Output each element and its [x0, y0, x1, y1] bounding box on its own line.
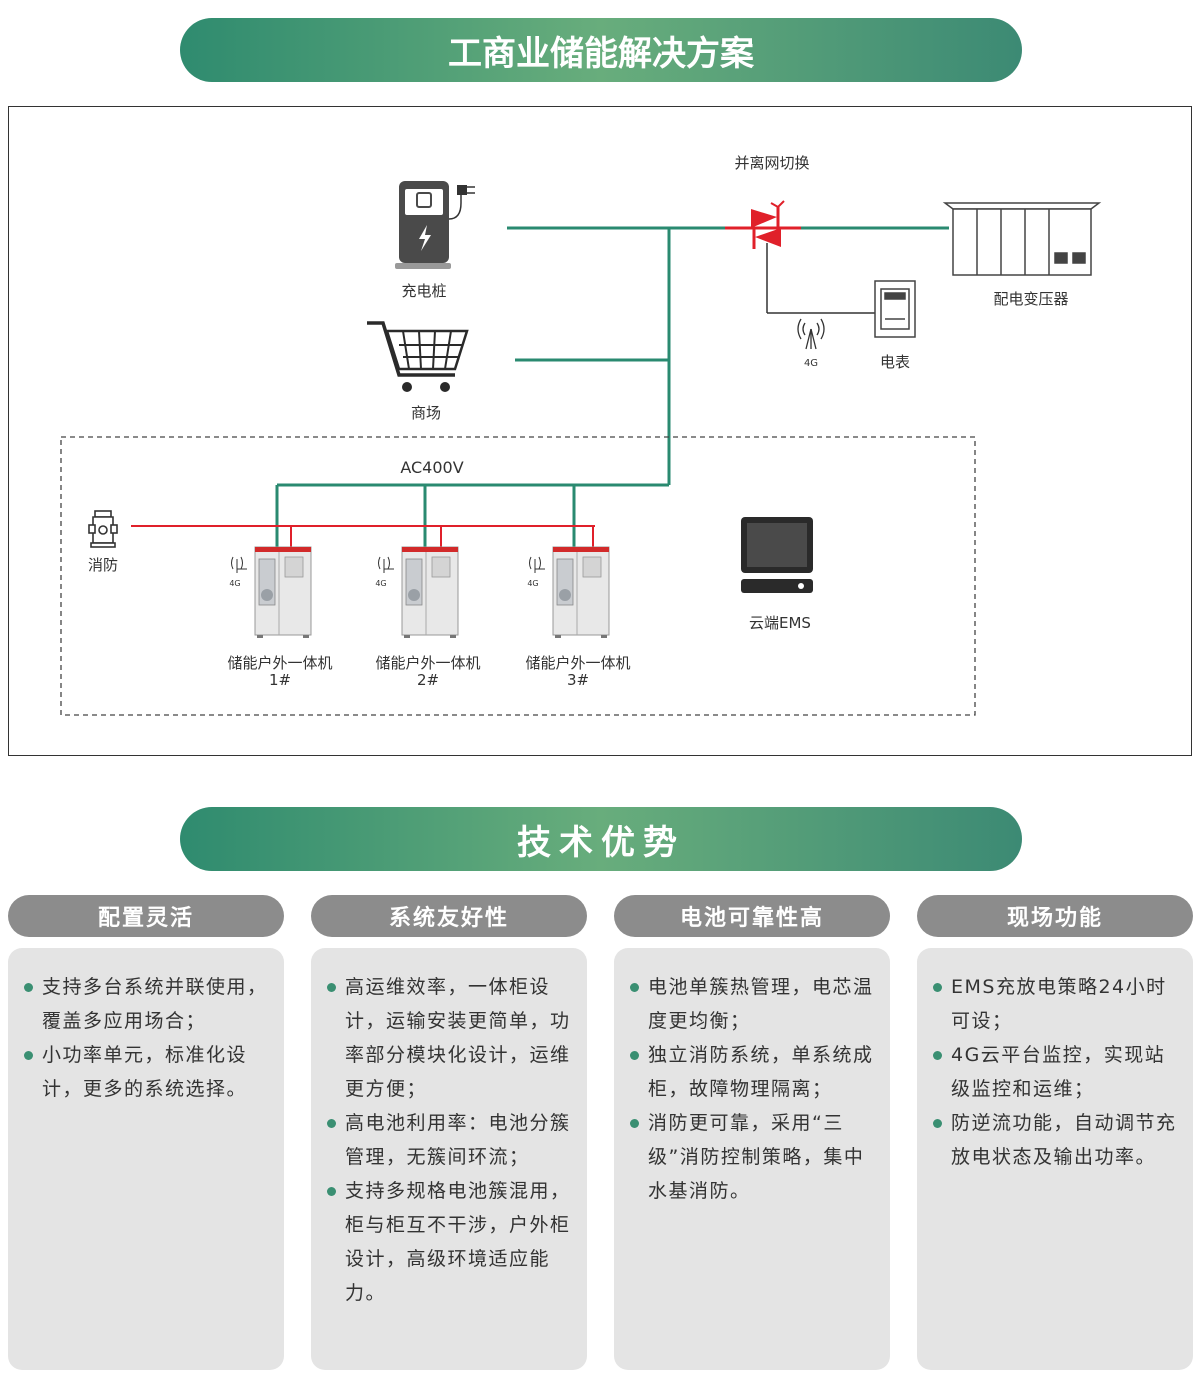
cabinet-1-num: 1#: [268, 671, 292, 689]
cabinet-2-label: 储能户外一体机 2#: [363, 655, 493, 689]
ems-computer-icon: [741, 517, 813, 593]
cabinet-antenna-icon: [231, 556, 247, 573]
cabinet-1-name: 储能户外一体机: [227, 654, 333, 672]
column-1-card: 支持多台系统并联使用，覆盖多应用场合； 小功率单元，标准化设计，更多的系统选择。: [8, 948, 284, 1370]
list-item: 小功率单元，标准化设计，更多的系统选择。: [24, 1038, 270, 1106]
system-diagram: 充电桩 商场 并离网切换 配电变压器 电表 4G AC400V 消防 云端EMS…: [8, 106, 1192, 756]
list-item: 消防更可靠，采用“三级”消防控制策略，集中水基消防。: [630, 1106, 876, 1208]
column-1-title: 配置灵活: [8, 895, 284, 937]
transformer-label: 配电变压器: [993, 290, 1069, 308]
cabinets: [231, 546, 610, 638]
cabinet-2-num: 2#: [416, 671, 440, 689]
fire-label: 消防: [87, 556, 118, 574]
diagram-canvas: [60, 181, 1102, 716]
fire-hydrant-icon: [88, 510, 118, 548]
storage-region: [60, 436, 976, 716]
list-item: 电池单簇热管理，电芯温度更均衡；: [630, 970, 876, 1038]
cabinet-antenna-icon: [529, 556, 545, 573]
storage-cabinet-icon: [529, 546, 610, 638]
meter-line: [766, 243, 875, 314]
switch-label: 并离网切换: [734, 154, 810, 172]
list-item: 防逆流功能，自动调节充放电状态及输出功率。: [933, 1106, 1185, 1174]
storage-cabinet-icon: [231, 546, 312, 638]
transformer-icon: [942, 202, 1102, 276]
mall-label: 商场: [410, 404, 441, 422]
meter-label: 电表: [879, 353, 910, 371]
list-item: 独立消防系统，单系统成柜，故障物理隔离；: [630, 1038, 876, 1106]
shopping-cart-icon: [367, 321, 469, 392]
fire-control-line: [131, 525, 595, 547]
cabinet-3-num: 3#: [566, 671, 590, 689]
list-item: 高电池利用率：电池分簇管理，无簇间环流；: [327, 1106, 573, 1174]
grid-switch-icon: [725, 200, 801, 249]
cabinet-3-4g-label: 4G: [527, 579, 539, 588]
column-3-card: 电池单簇热管理，电芯温度更均衡； 独立消防系统，单系统成柜，故障物理隔离； 消防…: [614, 948, 890, 1370]
page-title: 工商业储能解决方案: [448, 33, 754, 74]
column-3-title: 电池可靠性高: [614, 895, 890, 937]
advantages-title: 技术优势: [517, 822, 685, 863]
cabinet-2-name: 储能户外一体机: [375, 654, 481, 672]
list-item: 支持多规格电池簇混用，柜与柜互不干涉，户外柜设计，高级环境适应能力。: [327, 1174, 573, 1310]
list-item: EMS充放电策略24小时可设；: [933, 970, 1185, 1038]
meter-icon: [874, 280, 916, 338]
storage-cabinet-icon: [378, 546, 459, 638]
ems-label: 云端EMS: [749, 614, 811, 632]
ac-voltage-label: AC400V: [400, 458, 464, 477]
antenna-icon: [797, 318, 825, 350]
advantages-banner: 技术优势: [180, 807, 1022, 871]
cabinet-1-4g-label: 4G: [229, 579, 241, 588]
column-4-card: EMS充放电策略24小时可设； 4G云平台监控，实现站级监控和运维； 防逆流功能…: [917, 948, 1193, 1370]
list-item: 4G云平台监控，实现站级监控和运维；: [933, 1038, 1185, 1106]
list-item: 支持多台系统并联使用，覆盖多应用场合；: [24, 970, 270, 1038]
column-4-title: 现场功能: [917, 895, 1193, 937]
title-banner: 工商业储能解决方案: [180, 18, 1022, 82]
cabinet-2-4g-label: 4G: [375, 579, 387, 588]
list-item: 高运维效率，一体柜设计，运输安装更简单，功率部分模块化设计，运维更方便；: [327, 970, 573, 1106]
column-2-title: 系统友好性: [311, 895, 587, 937]
bus-lines: [275, 226, 949, 547]
charging-pile-icon: [395, 181, 475, 269]
cabinet-3-name: 储能户外一体机: [525, 654, 631, 672]
column-2-card: 高运维效率，一体柜设计，运输安装更简单，功率部分模块化设计，运维更方便； 高电池…: [311, 948, 587, 1370]
antenna-4g-label: 4G: [803, 358, 819, 369]
cabinet-3-label: 储能户外一体机 3#: [513, 655, 643, 689]
cabinet-1-label: 储能户外一体机 1#: [215, 655, 345, 689]
charging-pile-label: 充电桩: [401, 282, 447, 300]
cabinet-antenna-icon: [378, 556, 394, 573]
